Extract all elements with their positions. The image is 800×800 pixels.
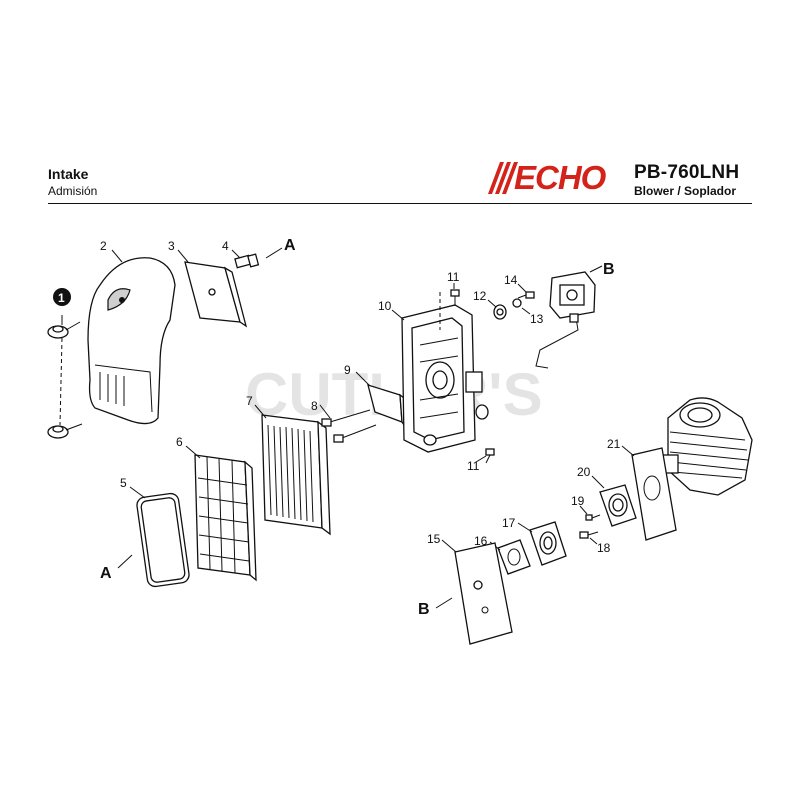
model-description: Blower / Soplador — [634, 184, 737, 198]
callout-17: 17 — [502, 516, 516, 530]
callout-16: 16 — [474, 534, 488, 548]
callout-3: 3 — [168, 239, 175, 253]
callout-11-bottom: 11 — [467, 459, 480, 473]
callout-6: 6 — [176, 435, 183, 449]
engine-cylinder — [661, 397, 753, 496]
part-21-insulator-gasket — [631, 447, 677, 541]
callout-21: 21 — [607, 437, 621, 451]
part-7-main-filter — [261, 414, 331, 536]
part-20-intake-adaptor — [599, 484, 637, 527]
ref-A-top: A — [284, 237, 296, 254]
echo-logo-stripes-icon — [488, 162, 518, 194]
ref-B-top: B — [603, 261, 615, 278]
carburetor — [535, 271, 596, 369]
callout-13: 13 — [530, 312, 544, 326]
part-11-screw-top — [439, 289, 460, 330]
part-5-pre-filter — [136, 492, 190, 588]
callout-1-badge — [53, 288, 71, 306]
callout-9: 9 — [344, 363, 351, 377]
callout-14: 14 — [504, 273, 518, 287]
part-8-long-bolts — [321, 409, 377, 443]
part-11-screw-bottom — [485, 448, 495, 464]
part-6-filter-frame — [194, 454, 257, 582]
brand-logo: ECHO — [514, 159, 606, 196]
part-2-air-cleaner-cover — [87, 257, 176, 425]
part-13-washer — [512, 298, 522, 308]
part-10-air-cleaner-base — [401, 304, 489, 453]
part-15-plate — [454, 542, 513, 645]
part-17-insulator — [529, 521, 567, 566]
part-18-screw — [579, 531, 599, 539]
page-subtitle: Admisión — [48, 184, 98, 198]
ref-A-bottom: A — [100, 565, 112, 582]
part-12-grommet — [493, 304, 507, 320]
page-title: Intake — [48, 166, 89, 182]
callout-19: 19 — [571, 494, 585, 508]
callout-15: 15 — [427, 532, 441, 546]
callout-18: 18 — [597, 541, 611, 555]
callout-11-top: 11 — [447, 270, 460, 284]
callout-5: 5 — [120, 476, 127, 490]
part-1-knob-set — [47, 288, 83, 439]
callout-1: 1 — [58, 291, 65, 305]
callout-20: 20 — [577, 465, 591, 479]
part-16-gasket — [497, 539, 531, 575]
callout-12: 12 — [473, 289, 487, 303]
part-4-bolt — [234, 253, 260, 269]
header-divider — [48, 203, 752, 204]
callout-8: 8 — [311, 399, 318, 413]
part-14-screw — [517, 291, 535, 299]
part-3-plate — [184, 261, 248, 328]
ref-B-bottom: B — [418, 601, 430, 618]
part-19-screw — [585, 514, 601, 521]
callout-7: 7 — [246, 394, 253, 408]
callout-4: 4 — [222, 239, 229, 253]
model-number: PB-760LNH — [634, 162, 740, 183]
callout-2: 2 — [100, 239, 107, 253]
callout-10: 10 — [378, 299, 392, 313]
